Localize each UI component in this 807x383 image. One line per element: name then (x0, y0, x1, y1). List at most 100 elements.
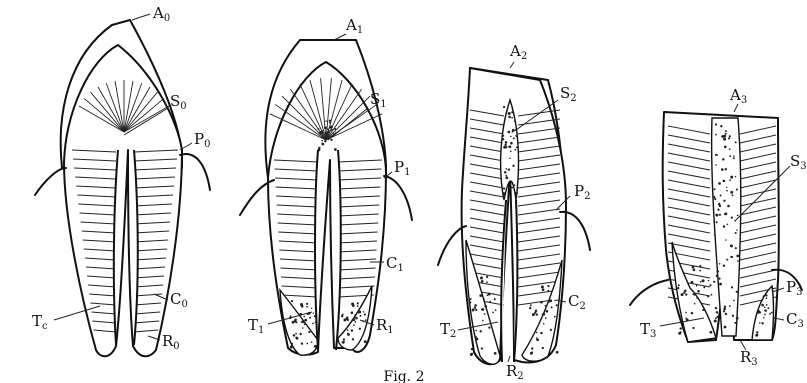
dentin-dot (730, 256, 732, 258)
dentin-dot (359, 328, 361, 330)
dentin-dot (708, 280, 709, 281)
dentin-dot (725, 313, 727, 315)
dentin-dot (761, 304, 764, 307)
dentin-dot (358, 311, 361, 314)
dentin-dot (736, 291, 738, 293)
dentin-dot (510, 142, 513, 145)
tooth-1-label-c: C1 (386, 254, 404, 274)
dentin-dot (293, 334, 296, 337)
dentin-dot (714, 320, 717, 323)
dentin-dot (715, 214, 718, 217)
dentin-dot (713, 196, 715, 198)
tooth-0-gum-right (180, 154, 210, 190)
dentin-dot (536, 313, 538, 315)
dentin-dot (723, 200, 725, 202)
dentin-dot (503, 187, 505, 189)
dentin-dot (299, 333, 301, 335)
dentin-dot (343, 341, 345, 343)
dentin-dot (756, 331, 758, 333)
dentin-dot (718, 182, 721, 185)
dentin-dot (311, 308, 312, 309)
dentin-dot (317, 128, 319, 130)
dentin-dot (471, 353, 473, 355)
dentin-dot (693, 268, 696, 271)
dentin-dot (719, 214, 721, 216)
dentin-dot (321, 140, 323, 142)
dentin-dot (343, 338, 345, 340)
dentin-dot (697, 290, 700, 293)
dentin-dot (475, 336, 477, 338)
dentin-dot (365, 319, 367, 321)
dentin-dot (681, 293, 684, 296)
tooth-2-leader-a (510, 62, 514, 68)
dentin-dot (512, 165, 514, 167)
dentin-dot (734, 322, 736, 324)
dentin-dot (677, 287, 679, 289)
dentin-dot (731, 216, 733, 218)
dentin-dot (351, 311, 354, 314)
dentin-dot (680, 331, 682, 333)
dentin-dot (480, 277, 483, 280)
dentin-dot (691, 312, 693, 314)
tooth-2-label-c: C2 (568, 292, 586, 312)
tooth-1-gum-right (384, 176, 412, 220)
dentin-dot (557, 314, 559, 316)
dentin-dot (719, 205, 721, 207)
tooth-3-label-r: R3 (740, 348, 758, 368)
dentin-dot (502, 135, 504, 137)
dentin-dot (301, 342, 303, 344)
dentin-dot (321, 130, 324, 133)
dentin-dot (727, 205, 730, 208)
dentin-dot (735, 247, 737, 249)
dentin-dot (556, 304, 558, 306)
tooth-3-label-a: A3 (729, 86, 747, 106)
dentin-dot (723, 138, 726, 141)
dentin-dot (726, 259, 728, 261)
dentin-dot (508, 112, 511, 115)
dentin-dot (769, 313, 771, 315)
dentin-dot (346, 316, 349, 319)
dentin-dot (354, 314, 356, 316)
dentin-dot (470, 298, 472, 300)
dentin-dot (311, 341, 313, 343)
dentin-dot (494, 352, 497, 355)
dentin-dot (481, 309, 483, 311)
dentin-dot (733, 157, 735, 159)
dentin-dot (474, 304, 477, 307)
dentin-dot (542, 313, 544, 315)
dentin-dot (736, 317, 739, 320)
dentin-dot (486, 276, 488, 278)
dentin-dot (352, 319, 354, 321)
dentin-dot (306, 303, 308, 305)
dentin-dot (535, 309, 538, 312)
tooth-1-label-p: P1 (394, 158, 410, 178)
dentin-dot (301, 305, 304, 308)
dentin-dot (547, 290, 549, 292)
dentin-dot (556, 351, 559, 354)
dentin-dot (554, 300, 555, 301)
dentin-dot (364, 340, 367, 343)
tooth-1-label-s: S1 (370, 90, 387, 110)
dentin-dot (725, 133, 727, 135)
dentin-dot (730, 191, 733, 194)
dentin-dot (716, 221, 718, 223)
dentin-dot (507, 131, 510, 134)
dentin-dot (309, 317, 311, 319)
dentin-dot (505, 141, 508, 144)
dentin-dot (360, 315, 362, 317)
dentin-dot (536, 338, 539, 341)
dentin-dot (302, 327, 304, 329)
dentin-dot (504, 144, 506, 146)
dentin-dot (483, 299, 485, 301)
dentin-dot (510, 150, 512, 152)
dentin-dot (721, 168, 724, 171)
tooth-2: A2 S2 P2 C2 R2 T2 (438, 42, 590, 382)
dentin-dot (347, 329, 349, 331)
dentin-dot (546, 310, 549, 313)
dentin-dot (735, 141, 737, 143)
dentin-dot (723, 264, 725, 266)
dentin-dot (508, 146, 510, 148)
dentin-dot (494, 298, 496, 300)
dentin-dot (716, 311, 718, 313)
